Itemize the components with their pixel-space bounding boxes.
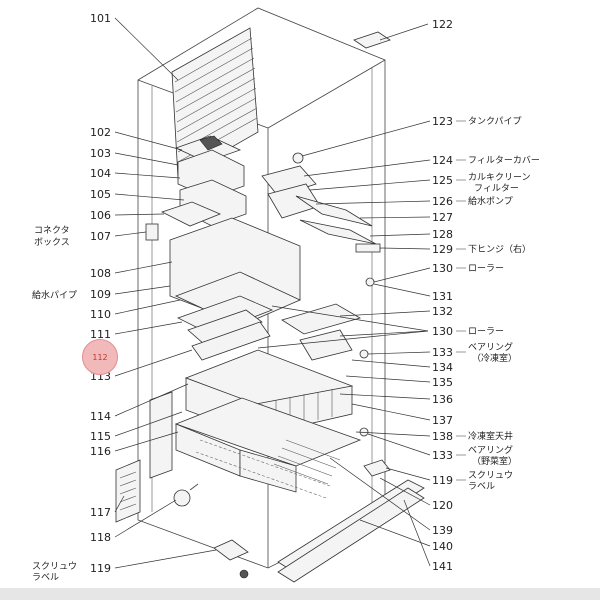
callout-name-line: 下ヒンジ（右） [468,243,531,255]
callout-number: 141 [432,560,453,573]
vegetable-drawer [149,391,369,499]
callout-name-line: （冷凍室） [472,352,517,364]
callout-number: 101 [90,12,111,25]
callout-number: 125 [432,174,453,187]
callout-number: 132 [432,305,453,318]
callout-name-line: スクリュウ [468,470,513,481]
pump-filter-parts [261,152,377,245]
callout-number: 106 [90,209,111,222]
callout-number: 107 [90,230,111,243]
callout-number: 131 [432,290,453,303]
hinge-roller-parts [281,243,381,335]
callout-name-line: 冷凍室天井 [468,430,513,442]
callout-number: 127 [432,211,453,224]
callout-number: 123 [432,115,453,128]
callout-number: 140 [432,540,453,553]
callout-name-line: フィルター [474,183,519,194]
callout-number: 135 [432,376,453,389]
callout-number: 133 [432,449,453,462]
callout-number: 130 [432,325,453,338]
callout-name-line: 給水パイプ [32,289,77,301]
callout-number: 102 [90,126,111,139]
callout-name-line: フィルターカバー [468,155,540,166]
callout-name-line: ベアリング [468,341,513,353]
callout-number: 139 [432,524,453,537]
callout-number: 110 [90,308,111,321]
callout-number: 117 [90,506,111,519]
callout-number: 129 [432,243,453,256]
callout-number: 134 [432,361,453,374]
callout-labels: 101 102 103 104 105 106 107 108 109 110 … [32,12,540,583]
callout-name-line: ローラー [468,326,504,337]
callout-name-line: ベアリング [468,444,513,456]
highlight-marker[interactable]: 112 [82,339,118,375]
callout-name-line: ボックス [34,237,70,248]
callout-number: 130 [432,262,453,275]
callout-name-line: コネクタ [34,225,70,236]
callout-number: 136 [432,393,453,406]
bottom-scroll-area[interactable] [0,588,600,600]
name-dashes [456,120,466,481]
callout-number: 116 [90,445,111,458]
callout-number: 120 [432,499,453,512]
back-panel [171,27,259,179]
callout-number: 119 [432,474,453,487]
callout-name-line: ラベル [32,572,59,583]
callout-number: 109 [90,288,111,301]
callout-name-line: ローラー [468,263,504,274]
callout-name-line: （野菜室） [472,455,517,467]
callout-name-line: スクリュウ [32,561,77,572]
callout-name-line: ラベル [468,481,495,492]
part-122 [353,31,391,49]
callout-name-line: カルキクリーン [468,172,531,183]
callout-number: 111 [90,328,111,341]
callout-number: 124 [432,154,453,167]
callout-number: 119 [90,562,111,575]
callout-number: 118 [90,531,111,544]
inner-upper-parts [145,201,301,361]
callout-number: 128 [432,228,453,241]
callout-number: 114 [90,410,111,423]
leader-lines [114,17,431,569]
highlight-label: 112 [92,352,108,362]
base-parts [115,459,425,583]
callout-number: 104 [90,167,111,180]
callout-number: 126 [432,195,453,208]
callout-name-line: 給水ポンプ [468,195,513,207]
callout-number: 115 [90,430,111,443]
callout-number: 137 [432,414,453,427]
callout-name-line: タンクパイプ [468,116,522,127]
callout-number: 108 [90,267,111,280]
callout-number: 133 [432,346,453,359]
callout-number: 122 [432,18,453,31]
callout-number: 138 [432,430,453,443]
callout-number: 105 [90,188,111,201]
callout-number: 103 [90,147,111,160]
